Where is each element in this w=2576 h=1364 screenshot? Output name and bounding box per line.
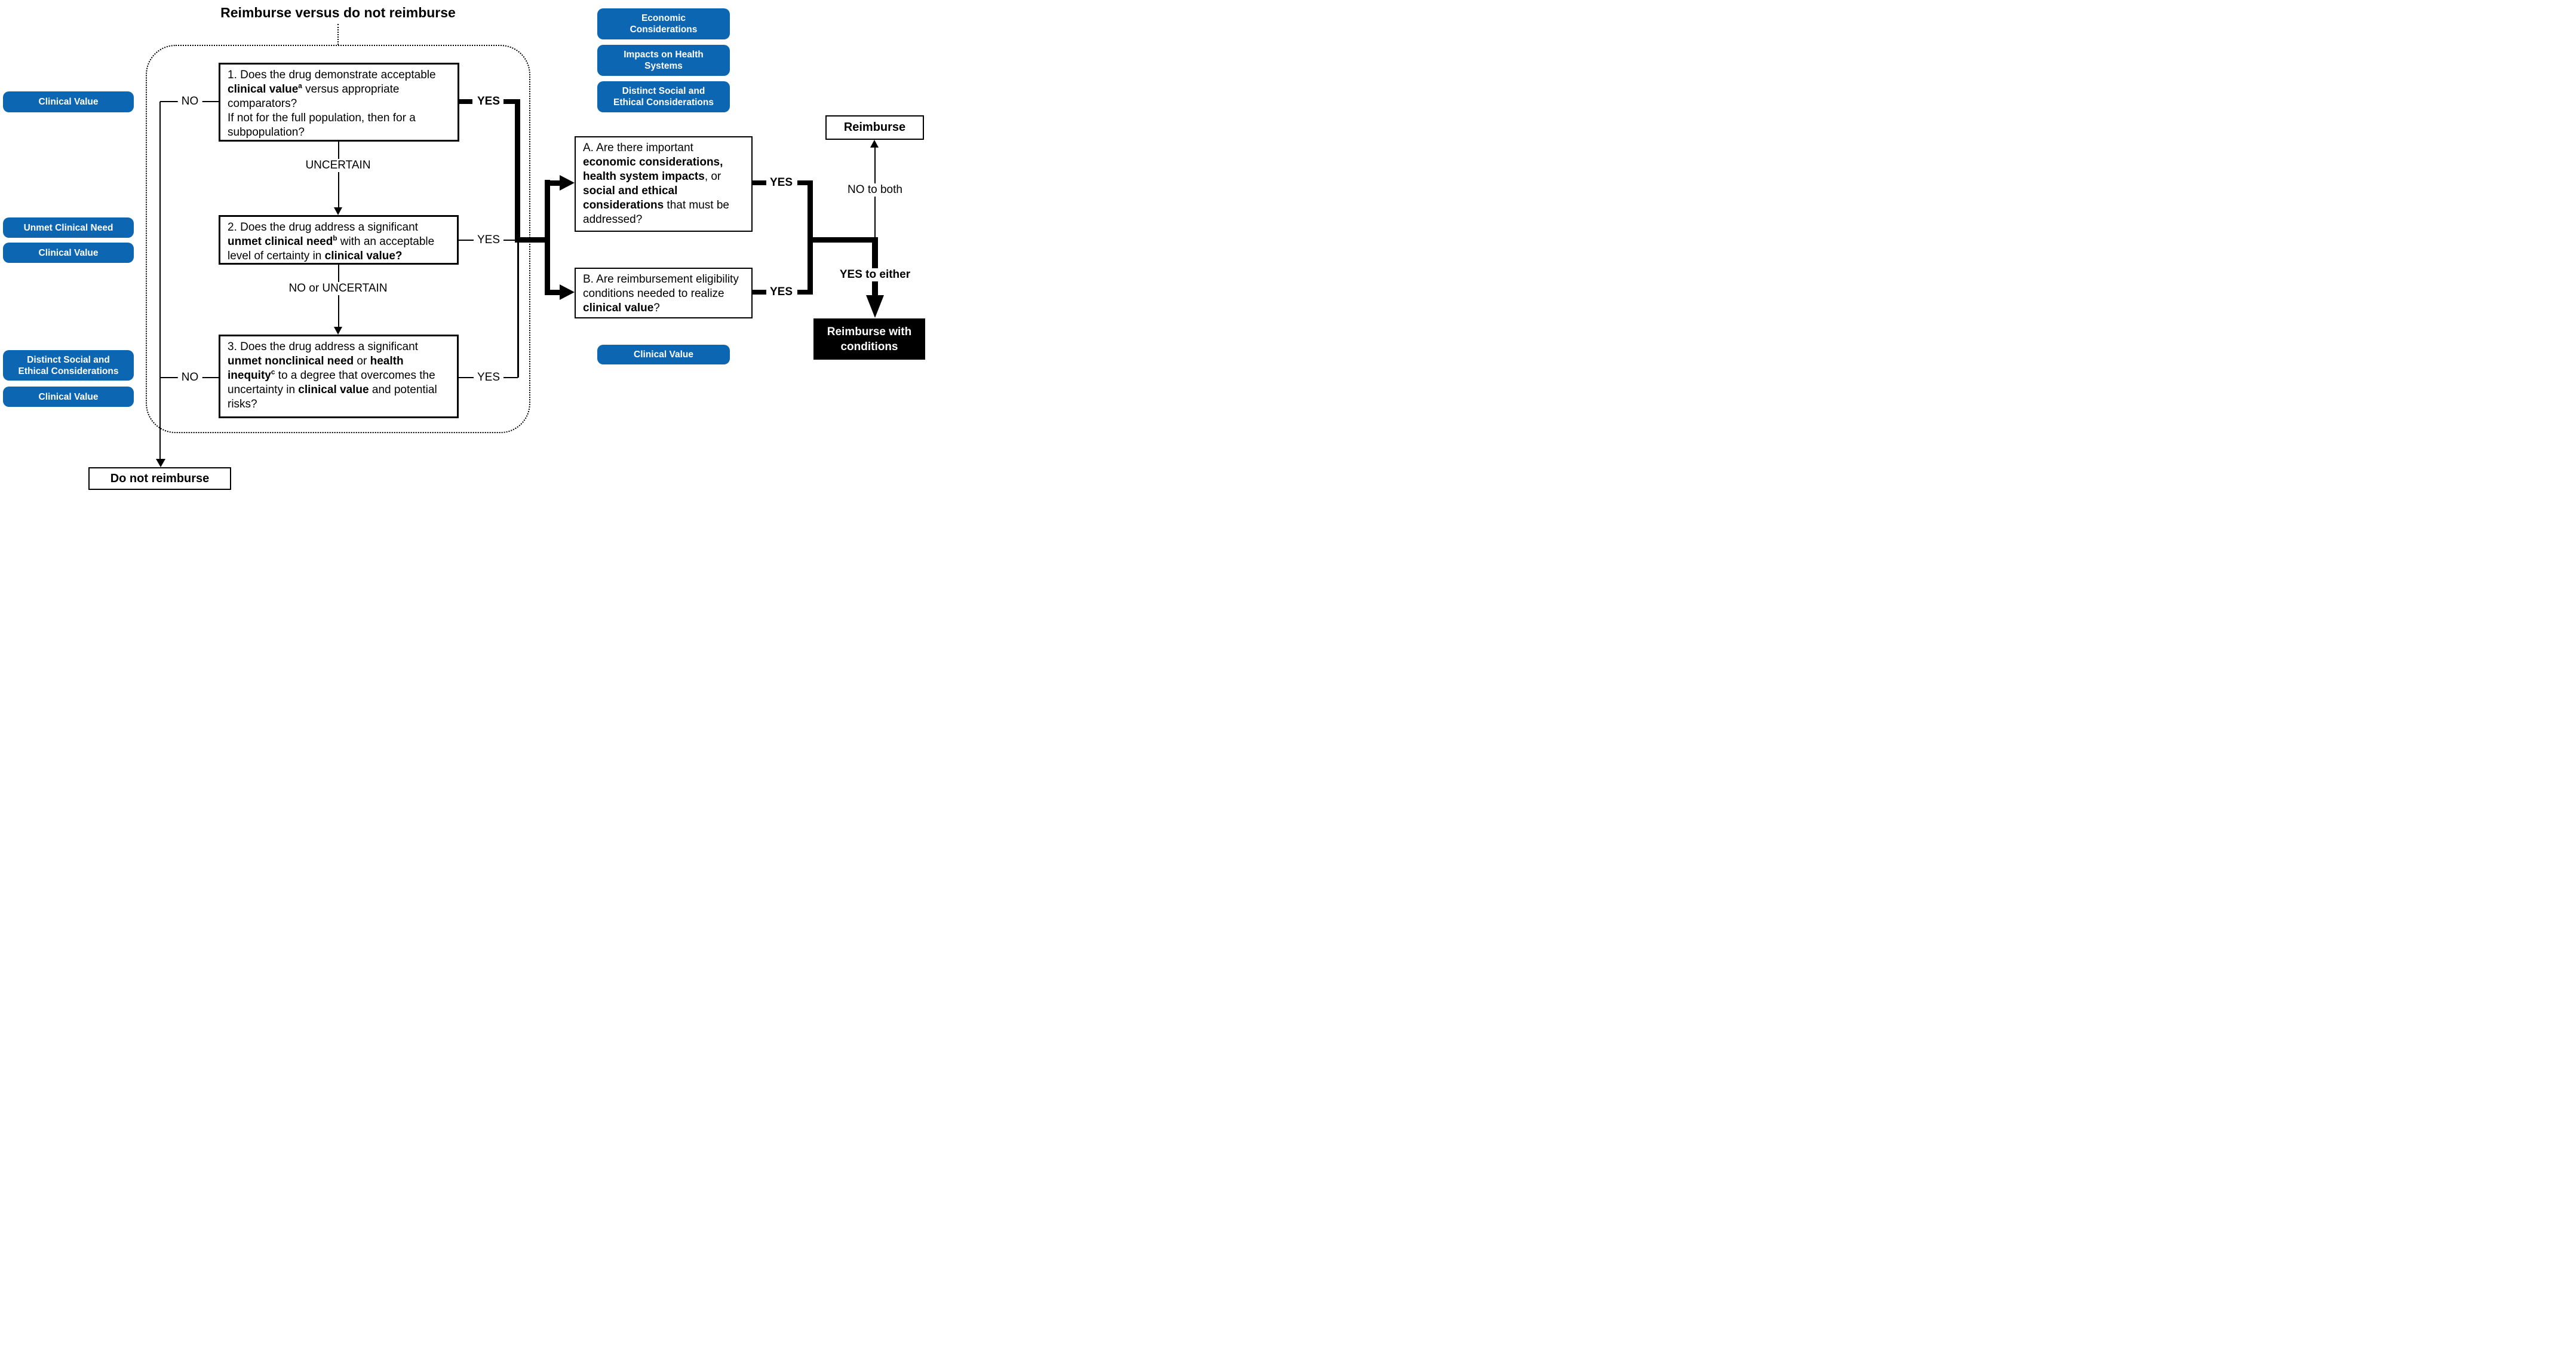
- edge-label-yes-a: YES: [766, 176, 797, 189]
- edge-label-no-q3: NO: [177, 371, 202, 384]
- arrowhead-box-b: [560, 284, 575, 300]
- connector-split-vertical: [544, 180, 550, 295]
- outcome-reimburse: Reimburse: [825, 115, 924, 140]
- connector-to-b-shaft: [547, 289, 561, 295]
- consideration-chip-clinical-value-bottom: Clinical Value: [597, 345, 730, 364]
- connector-b-yes-elbow: [797, 290, 813, 295]
- title-dotted-connector: [337, 24, 339, 45]
- connector-yes-vertical-thick: [514, 99, 520, 243]
- consideration-chip-unmet-clinical-need: Unmet Clinical Need: [3, 217, 134, 238]
- consideration-chip-clinical-value-1: Clinical Value: [3, 91, 134, 112]
- connector-a-yes-elbow: [797, 180, 813, 185]
- consideration-chip-clinical-value-2: Clinical Value: [3, 243, 134, 263]
- question-box-b: B. Are reimbursement eligibility conditi…: [575, 268, 753, 318]
- arrowhead-q3: [333, 327, 342, 335]
- arrowhead-reimburse-with-conditions: [866, 295, 884, 318]
- consideration-chip-clinical-value-3: Clinical Value: [3, 387, 134, 407]
- edge-label-no-q1: NO: [177, 95, 202, 108]
- connector-q1-yes-elbow: [503, 99, 520, 104]
- outcome-do-not-reimburse: Do not reimburse: [88, 467, 231, 490]
- question-box-a: A. Are there important economic consider…: [575, 136, 753, 232]
- connector-b-yes-stub: [753, 290, 766, 295]
- connector-q1-uncertain: [337, 142, 340, 208]
- edge-label-uncertain: UNCERTAIN: [302, 159, 374, 172]
- arrowhead-q2: [333, 207, 342, 215]
- flowchart-canvas: Reimburse versus do not reimburse Clinic…: [0, 0, 937, 496]
- connector-q3-yes-vertical: [517, 243, 519, 378]
- edge-label-yes-b: YES: [766, 286, 797, 299]
- connector-outcome-horizontal: [807, 237, 878, 243]
- connector-to-a-shaft: [547, 180, 561, 186]
- connector-q2-no-uncertain: [337, 265, 340, 327]
- question-box-3: 3. Does the drug address a significant u…: [219, 335, 459, 418]
- question-box-2: 2. Does the drug address a significant u…: [219, 215, 459, 265]
- connector-no-vertical: [159, 102, 161, 460]
- edge-label-no-or-uncertain: NO or UNCERTAIN: [285, 282, 391, 295]
- question-box-1: 1. Does the drug demonstrate acceptable …: [219, 63, 459, 142]
- edge-label-yes-q3: YES: [473, 371, 504, 384]
- arrowhead-do-not-reimburse: [156, 459, 165, 467]
- diagram-title: Reimburse versus do not reimburse: [220, 5, 456, 20]
- connector-junction-horizontal: [514, 237, 550, 243]
- edge-label-yes-q1: YES: [473, 95, 504, 108]
- edge-label-no-to-both: NO to both: [844, 183, 906, 197]
- edge-label-yes-to-either: YES to either: [836, 268, 914, 281]
- connector-q1-yes-stub: [459, 99, 472, 104]
- edge-label-yes-q2: YES: [473, 234, 504, 247]
- connector-a-yes-stub: [753, 180, 766, 185]
- arrowhead-box-a: [560, 175, 575, 191]
- arrowhead-reimburse: [870, 140, 879, 148]
